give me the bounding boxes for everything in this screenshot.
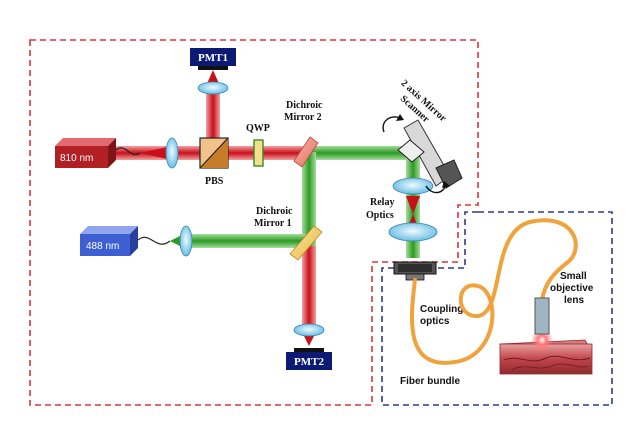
relay-lens-upper — [392, 177, 434, 195]
lens-pmt1 — [197, 81, 229, 95]
lens-810 — [165, 137, 179, 169]
laser-488-cable — [137, 236, 171, 245]
red-enclosure-border — [29, 39, 479, 406]
objective-label-line3: lens — [564, 295, 584, 306]
pmt1-label: PMT1 — [198, 52, 228, 64]
dichroic-mirror-1 — [289, 225, 323, 261]
objective-label-line2: objective — [550, 283, 594, 294]
dichroic2-label-line2: Mirror 2 — [284, 112, 322, 123]
qwp-plate — [253, 139, 264, 167]
coupling-label-line2: optics — [420, 316, 450, 327]
pmt1-detector: PMT1 — [190, 48, 236, 70]
laser-488-label: 488 nm — [86, 241, 119, 252]
laser-488nm: 488 nm — [80, 226, 138, 256]
qwp-label: QWP — [246, 123, 270, 134]
pmt2-label: PMT2 — [294, 356, 324, 368]
laser-810nm: 810 nm — [55, 138, 116, 168]
red-beam-to-pmt1 — [206, 86, 220, 148]
laser-810-label: 810 nm — [60, 153, 93, 164]
small-objective-lens — [534, 297, 550, 335]
coupling-label-line1: Coupling — [420, 304, 463, 315]
laser-810-cable — [115, 147, 141, 156]
fiber-bundle-label: Fiber bundle — [400, 376, 460, 387]
scanner-arrowhead-upper — [396, 114, 404, 121]
pbs-label: PBS — [205, 176, 224, 187]
dichroic1-label-line1: Dichroic — [256, 206, 293, 217]
dichroic2-label-line1: Dichroic — [286, 100, 323, 111]
scanner-rotation-arrow-upper — [382, 116, 401, 133]
skin-tissue-sample — [499, 339, 593, 375]
lens-pmt2 — [293, 323, 325, 337]
red-relay-cross — [406, 196, 420, 214]
green-beam-vertical-left — [302, 152, 316, 248]
pbs-cube — [199, 137, 229, 169]
mirror-scanner — [397, 119, 463, 189]
fiber-bundle — [410, 218, 578, 365]
coupling-optics — [393, 261, 437, 281]
relay-label-line1: Relay — [370, 197, 394, 208]
green-beam-from-488 — [180, 234, 306, 248]
relay-lens-lower — [388, 222, 438, 242]
pmt2-detector: PMT2 — [286, 348, 332, 370]
scanner-arrowhead-lower — [442, 181, 450, 188]
blue-enclosure-border — [381, 211, 613, 406]
lens-488 — [179, 225, 193, 257]
green-beam-horizontal — [302, 146, 412, 160]
relay-label-line2: Optics — [366, 210, 394, 221]
red-beam-to-pmt2 — [302, 246, 316, 330]
dichroic1-label-line2: Mirror 1 — [254, 218, 292, 229]
red-focus-cone-810 — [140, 146, 172, 160]
objective-label-line1: Small — [560, 271, 587, 282]
dichroic-mirror-2 — [293, 136, 319, 168]
